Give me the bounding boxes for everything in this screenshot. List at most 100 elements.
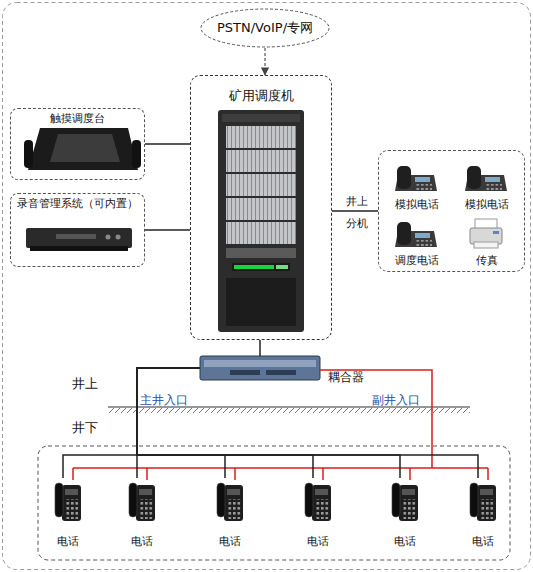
rack-illustration (218, 110, 304, 332)
mine-phone-icon (305, 483, 331, 521)
connector-line (332, 210, 378, 212)
rack-illustration (226, 126, 296, 148)
outer-frame (3, 3, 531, 570)
connector-line (137, 368, 400, 478)
node-label: 调度电话 (379, 254, 455, 268)
red-wire (73, 467, 488, 469)
node-label: 矿用调度机 (191, 88, 331, 104)
extension-group: 井上 分机模拟电话模拟电话调度电话传真 (378, 150, 525, 272)
mine-phone: 电话 (461, 478, 505, 550)
connector-line (137, 368, 200, 478)
mine-phone: 电话 (296, 478, 340, 550)
node-label: 电话 (202, 535, 258, 549)
level-label: 井上 (72, 375, 98, 393)
surface-phone-icon (465, 166, 507, 191)
red-wire (487, 468, 489, 480)
recorder-illustration (106, 235, 111, 240)
entrance-label: 副井入口 (372, 392, 420, 409)
coupler-device: 耦合器 (200, 356, 320, 380)
connector-line (259, 340, 261, 356)
entrance-label: 主井入口 (140, 392, 188, 409)
node-label: 耦合器 (328, 370, 364, 385)
underground-group-frame (38, 446, 510, 560)
node-label: 模拟电话 (449, 198, 525, 212)
node-label: 传真 (449, 254, 525, 268)
red-wire (146, 468, 148, 480)
rack-illustration (226, 278, 296, 326)
recorder-illustration (26, 228, 132, 248)
level-label: 井下 (72, 419, 98, 437)
mine-phone-icon (217, 483, 243, 521)
phone-device: 调度电话 (385, 213, 449, 269)
mine-phone: 电话 (383, 478, 427, 550)
surface-phone-icon (395, 166, 437, 191)
rack-illustration (226, 174, 296, 196)
fax-device: 传真 (455, 213, 519, 269)
recorder-illustration (26, 228, 132, 251)
red-wire (234, 468, 236, 480)
mine-phone-icon (392, 483, 418, 521)
red-wire (322, 468, 324, 480)
node-label: 电话 (455, 535, 511, 549)
node-label: PSTN/VoIP/专网 (200, 20, 330, 36)
rack-illustration (226, 222, 296, 244)
rack-illustration (226, 150, 296, 172)
touch-console-illustration (24, 140, 33, 168)
touch-console-illustration (132, 140, 141, 168)
rack-illustration (276, 265, 288, 269)
touch-console-illustration (50, 134, 120, 162)
coupler-illustration (204, 360, 316, 367)
node-label: 电话 (290, 535, 346, 549)
connector-line (145, 229, 190, 231)
node-label: 井上 分机 (343, 191, 371, 235)
connector-line (145, 143, 190, 145)
rack-illustration (234, 265, 274, 269)
mine-phone: 电话 (120, 478, 164, 550)
network-ellipse: PSTN/VoIP/专网 (200, 8, 330, 48)
dispatcher-box: 矿用调度机 (190, 75, 332, 340)
node-label: 电话 (377, 535, 433, 549)
surface-phone-icon (470, 219, 502, 248)
node-label: 电话 (40, 535, 96, 549)
surface-phone-icon (395, 222, 437, 247)
rack-illustration (218, 110, 304, 332)
mine-phone-icon (129, 483, 155, 521)
mine-phone-icon (55, 483, 81, 521)
connector-line (137, 368, 225, 478)
node-label: 电话 (114, 535, 170, 549)
rack-illustration (226, 198, 296, 220)
recorder-illustration (30, 246, 128, 251)
coupler-illustration (200, 356, 320, 380)
ellipse-outline (201, 9, 329, 47)
red-wire (72, 468, 74, 480)
recorder-illustration (116, 235, 121, 240)
connector-line (63, 368, 200, 478)
coupler-illustration (230, 370, 260, 375)
rack-illustration (226, 248, 296, 258)
connector-line (137, 368, 313, 478)
mine-phone: 电话 (208, 478, 252, 550)
connector-line (137, 368, 478, 478)
phone-device: 模拟电话 (385, 157, 449, 213)
rack-illustration (232, 263, 290, 271)
coupler-illustration (200, 356, 320, 380)
red-wire (320, 370, 432, 468)
node-label: 触摸调度台 (11, 112, 144, 126)
recorder-illustration (56, 234, 96, 239)
rack-illustration (222, 114, 300, 122)
recorder-box: 录音管理系统（可内置） (10, 193, 145, 267)
mine-phone-icon (470, 483, 496, 521)
node-label: 模拟电话 (379, 198, 455, 212)
coupler-illustration (266, 370, 296, 375)
touch-console-illustration (28, 128, 138, 170)
mine-phone: 电话 (46, 478, 90, 550)
mine-phone-icon (55, 483, 496, 521)
red-wire (73, 370, 488, 480)
ground-line (108, 407, 470, 413)
ground-line (108, 408, 470, 413)
phone-device: 模拟电话 (455, 157, 519, 213)
console-box: 触摸调度台 (10, 108, 145, 180)
